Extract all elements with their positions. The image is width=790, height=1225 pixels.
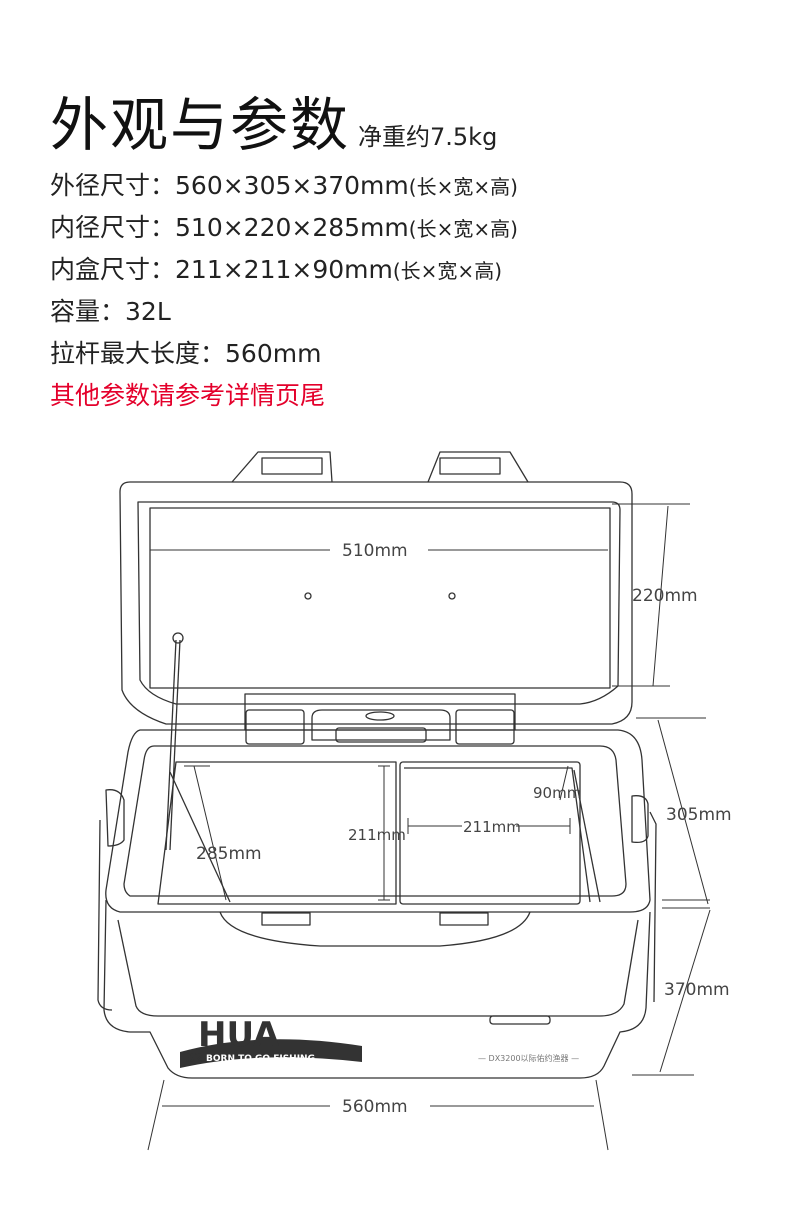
page-title: 外观与参数净重约7.5kg: [50, 78, 497, 162]
spec-paren: (长×宽×高): [392, 259, 502, 283]
dim-box-side-a: 211mm: [348, 826, 406, 844]
spec-label: 内径尺寸：: [50, 213, 176, 242]
dim-inner-depth: 285mm: [196, 844, 262, 864]
brand-slogan: BORN TO GO FISHING: [206, 1054, 315, 1064]
dim-outer-length: 560mm: [342, 1097, 408, 1117]
spec-value: 560×305×370mm: [175, 171, 409, 200]
spec-outer-size: 外径尺寸：560×305×370mm(长×宽×高): [50, 166, 518, 202]
dim-inner-length: 510mm: [342, 541, 408, 561]
spec-box-size: 内盒尺寸：211×211×90mm(长×宽×高): [50, 250, 502, 286]
brand-logo: HUA: [198, 1015, 280, 1055]
brand-number: 32: [186, 1051, 203, 1065]
spec-paren: (长×宽×高): [408, 175, 518, 199]
dim-outer-width: 305mm: [666, 805, 732, 825]
dim-box-side-b: 211mm: [463, 818, 521, 836]
spec-value: 510×220×285mm: [175, 213, 409, 242]
spec-label: 外径尺寸：: [50, 171, 176, 200]
spec-value: 32L: [125, 297, 171, 326]
title-main: 外观与参数: [50, 91, 351, 159]
spec-value: 211×211×90mm: [175, 255, 393, 284]
dim-box-depth: 90mm: [533, 784, 581, 802]
model-text: — DX3200以际佑约渔器 —: [478, 1053, 579, 1063]
dim-outer-height: 370mm: [664, 980, 730, 1000]
spec-paren: (长×宽×高): [408, 217, 518, 241]
spec-label: 拉杆最大长度：: [50, 339, 226, 368]
spec-label: 容量：: [50, 297, 126, 326]
note-text: 其他参数请参考详情页尾: [50, 381, 326, 410]
spec-inner-size: 内径尺寸：510×220×285mm(长×宽×高): [50, 208, 518, 244]
spec-label: 内盒尺寸：: [50, 255, 176, 284]
spec-rod-length: 拉杆最大长度：560mm: [50, 334, 321, 370]
spec-value: 560mm: [225, 339, 322, 368]
spec-capacity: 容量：32L: [50, 292, 171, 328]
title-weight: 净重约7.5kg: [358, 123, 498, 151]
dim-inner-width: 220mm: [632, 586, 698, 606]
cooler-box-diagram: HUA 32 BORN TO GO FISHING — DX3200以际佑约渔器…: [97, 451, 732, 1151]
